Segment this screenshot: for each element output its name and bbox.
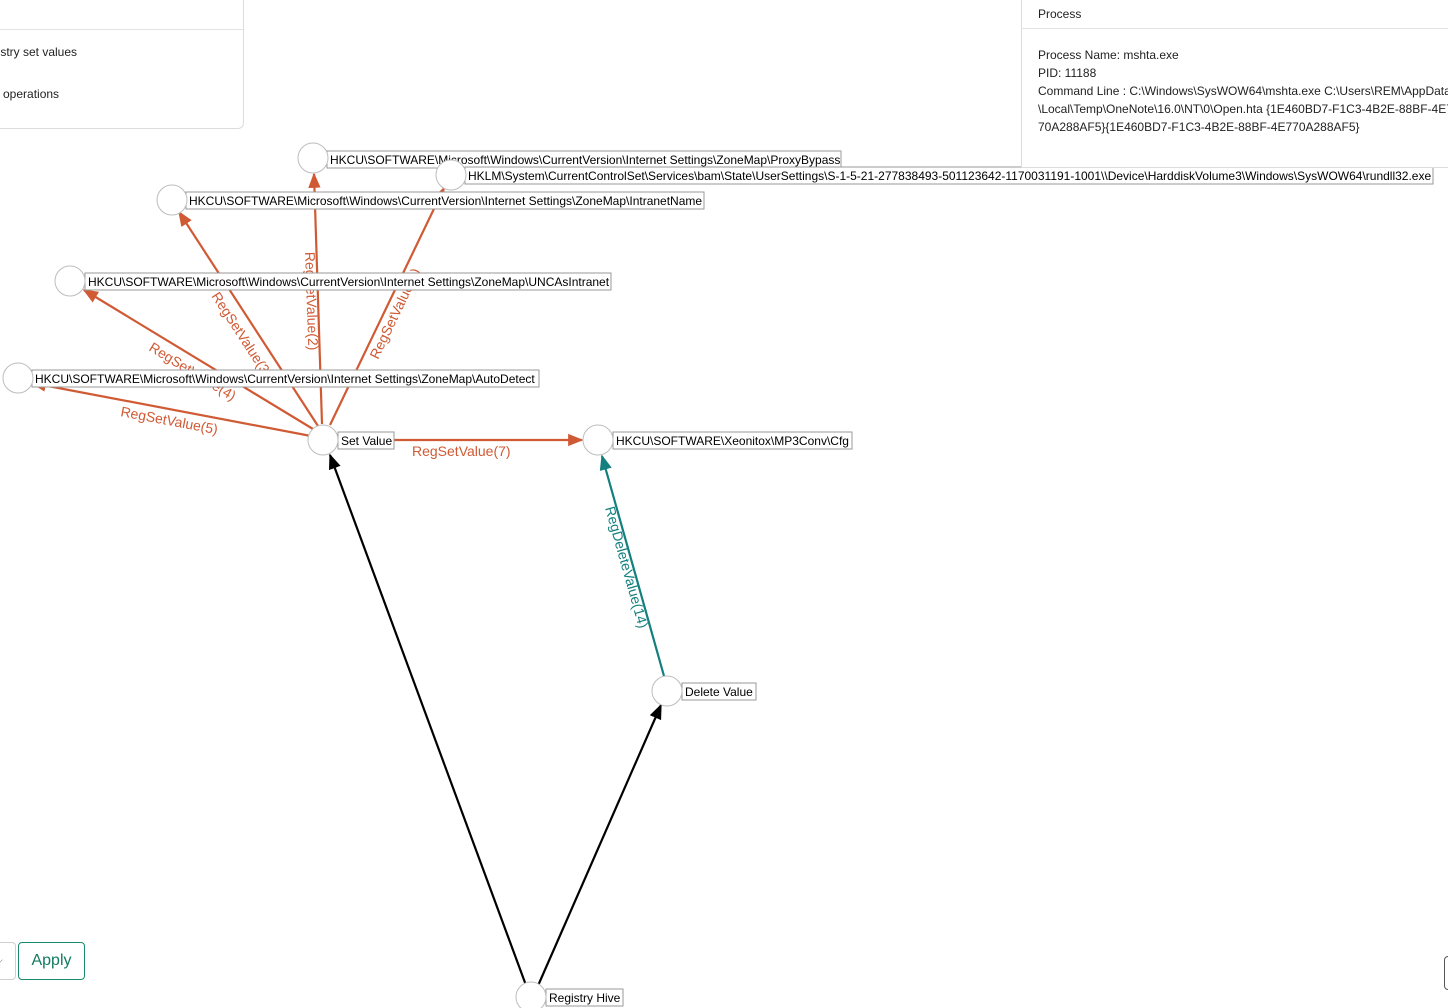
process-panel-title: Process: [1022, 0, 1448, 29]
node-bam-rundll32[interactable]: HKLM\System\CurrentControlSet\Services\b…: [435, 159, 1434, 191]
edge-hive-to-delete-value[interactable]: [535, 703, 663, 989]
node-proxybypass-label: HKCU\SOFTWARE\Microsoft\Windows\CurrentV…: [330, 153, 840, 167]
edge-hive-to-set-value[interactable]: [328, 453, 529, 989]
node-intranetname-label: HKCU\SOFTWARE\Microsoft\Windows\CurrentV…: [189, 194, 702, 208]
node-registry-hive-label: Registry Hive: [549, 991, 621, 1005]
node-registry-hive[interactable]: Registry Hive: [515, 981, 624, 1008]
process-command-line: Command Line : C:\Windows\SysWOW64\mshta…: [1038, 84, 1448, 134]
node-set-value-label: Set Value: [341, 434, 392, 448]
node-uncasintranet-label: HKCU\SOFTWARE\Microsoft\Windows\CurrentV…: [88, 275, 610, 289]
node-bam-label: HKLM\System\CurrentControlSet\Services\b…: [468, 169, 1431, 183]
edge-set-value-uncasintranet[interactable]: [82, 289, 314, 430]
chevron-down-icon: ⌵: [0, 955, 3, 966]
node-delete-value-label: Delete Value: [685, 685, 753, 699]
node-uncasintranet[interactable]: HKCU\SOFTWARE\Microsoft\Windows\CurrentV…: [54, 265, 612, 297]
filter-select-dropdown[interactable]: ⌵: [0, 942, 16, 980]
edge-set-value-bam[interactable]: [329, 186, 445, 426]
node-delete-value[interactable]: Delete Value: [651, 675, 757, 707]
edge-set-value-intranetname[interactable]: [178, 210, 319, 427]
apply-button[interactable]: Apply: [18, 942, 85, 980]
process-pid: PID: 11188: [1038, 66, 1097, 80]
edge-label-rdv14: RegDeleteValue(14): [602, 504, 651, 629]
node-mp3conv-label: HKCU\SOFTWARE\Xeonitox\MP3Conv\Cfg: [616, 434, 849, 448]
edge-set-value-autodetect[interactable]: [30, 379, 312, 438]
filter-panel-header: [0, 0, 243, 30]
node-set-value[interactable]: Set Value: [307, 424, 395, 456]
process-details: Process Name: mshta.exe PID: 11188 Comma…: [1022, 29, 1448, 136]
edge-label-rsv2: RegSetValue(2): [302, 252, 321, 351]
filter-option-registry-set-values[interactable]: gistry set values: [0, 45, 77, 59]
filter-option-label: operations: [3, 87, 60, 101]
corner-control[interactable]: [1444, 956, 1448, 990]
node-autodetect[interactable]: HKCU\SOFTWARE\Microsoft\Windows\CurrentV…: [2, 362, 540, 394]
filter-panel: gistry set values operations: [0, 0, 244, 129]
process-name: Process Name: mshta.exe: [1038, 48, 1179, 62]
edge-label-rsv7: RegSetValue(7): [412, 443, 511, 459]
edge-label-rsv3: RegSetValue(3): [208, 289, 275, 380]
node-autodetect-label: HKCU\SOFTWARE\Microsoft\Windows\CurrentV…: [35, 372, 535, 386]
node-mp3conv-cfg[interactable]: HKCU\SOFTWARE\Xeonitox\MP3Conv\Cfg: [582, 424, 853, 456]
filter-option-label: gistry set values: [0, 45, 78, 59]
process-details-panel: Process Process Name: mshta.exe PID: 111…: [1021, 0, 1448, 168]
node-intranetname[interactable]: HKCU\SOFTWARE\Microsoft\Windows\CurrentV…: [156, 184, 705, 216]
edge-delete-value-mp3conv[interactable]: [599, 454, 666, 677]
filter-option-operations[interactable]: operations: [3, 87, 59, 101]
